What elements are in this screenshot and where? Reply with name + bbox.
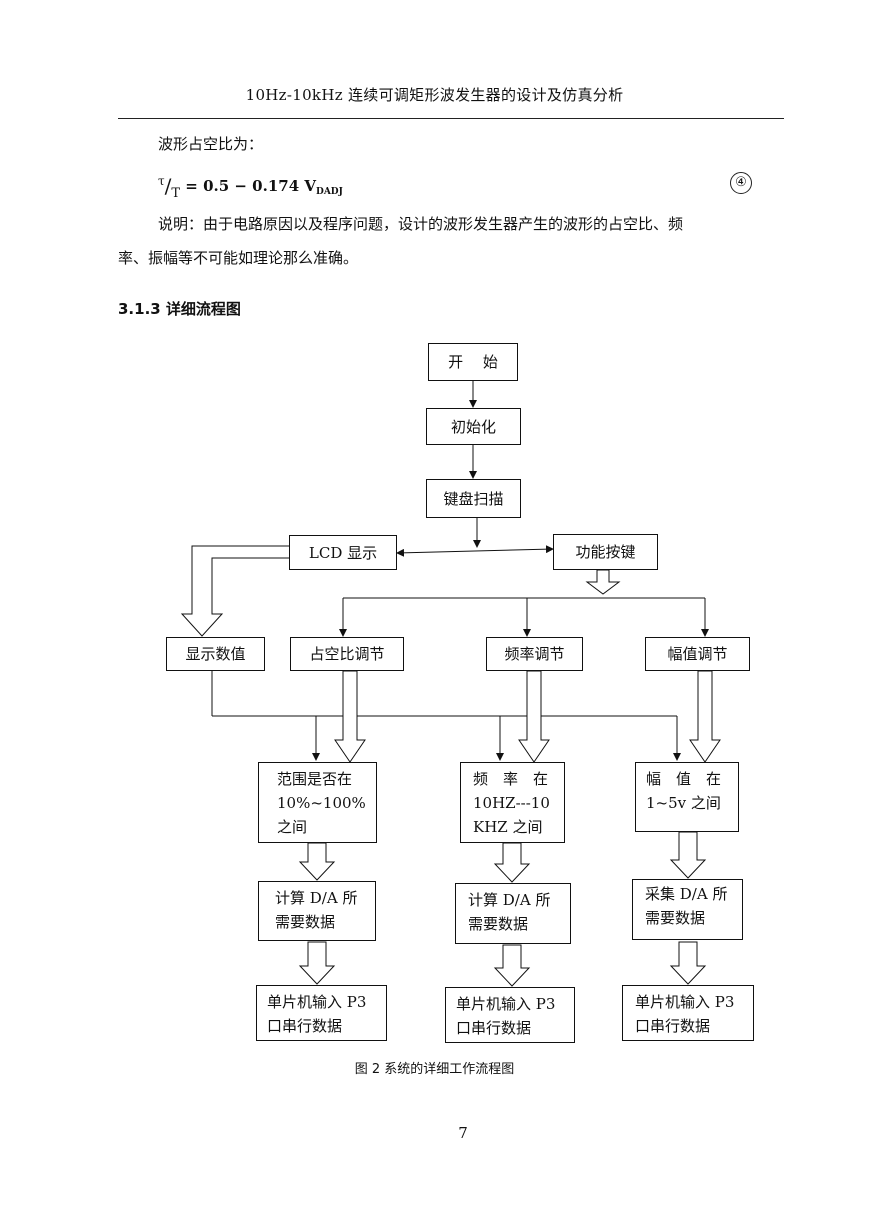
- duty-formula: τ/T = 0.5 − 0.174 VDADJ: [158, 172, 343, 201]
- flow-collect-da-amp: 采集 D/A 所 需要数据: [632, 879, 743, 940]
- flow-mcu-output-freq: 单片机输入 P3 口串行数据: [445, 987, 575, 1043]
- flow-lcd-display: LCD 显示: [289, 535, 397, 570]
- flow-calc-da-duty: 计算 D/A 所 需要数据: [258, 881, 376, 941]
- flow-keyscan: 键盘扫描: [426, 479, 521, 518]
- flow-start: 开 始: [428, 343, 518, 381]
- header-rule: [118, 118, 784, 119]
- flow-show-value: 显示数值: [166, 637, 265, 671]
- flow-duty-range-check: 范围是否在 10%~100% 之间: [258, 762, 377, 843]
- formula-rhs: = 0.5 − 0.174 V: [180, 177, 317, 195]
- flow-amp-adjust: 幅值调节: [645, 637, 750, 671]
- section-heading: 3.1.3 详细流程图: [118, 300, 241, 318]
- page-number: 7: [458, 1124, 468, 1142]
- note-line-1: 说明：由于电路原因以及程序问题，设计的波形发生器产生的波形的占空比、频: [158, 215, 684, 233]
- flow-freq-adjust: 频率调节: [486, 637, 583, 671]
- flow-mcu-output-amp: 单片机输入 P3 口串行数据: [622, 985, 754, 1041]
- equation-number: ④: [730, 172, 752, 194]
- formula-denominator: T: [171, 186, 181, 201]
- running-header: 10Hz-10kHz 连续可调矩形波发生器的设计及仿真分析: [245, 86, 624, 104]
- formula-slash: /: [164, 174, 172, 198]
- flow-calc-da-freq: 计算 D/A 所 需要数据: [455, 883, 571, 944]
- flow-amp-range-check: 幅 值 在 1~5v 之间: [635, 762, 739, 832]
- duty-intro-text: 波形占空比为：: [158, 135, 264, 153]
- flow-init: 初始化: [426, 408, 521, 445]
- figure-caption: 图 2 系统的详细工作流程图: [354, 1062, 515, 1077]
- formula-numerator: τ: [158, 174, 165, 188]
- note-line-2: 率、振幅等不可能如理论那么准确。: [118, 249, 359, 267]
- flow-freq-range-check: 频 率 在 10HZ---10 KHZ 之间: [460, 762, 565, 843]
- flow-function-key: 功能按键: [553, 534, 658, 570]
- flow-duty-adjust: 占空比调节: [290, 637, 404, 671]
- formula-subscript: DADJ: [316, 187, 343, 197]
- flow-mcu-output-duty: 单片机输入 P3 口串行数据: [256, 985, 387, 1041]
